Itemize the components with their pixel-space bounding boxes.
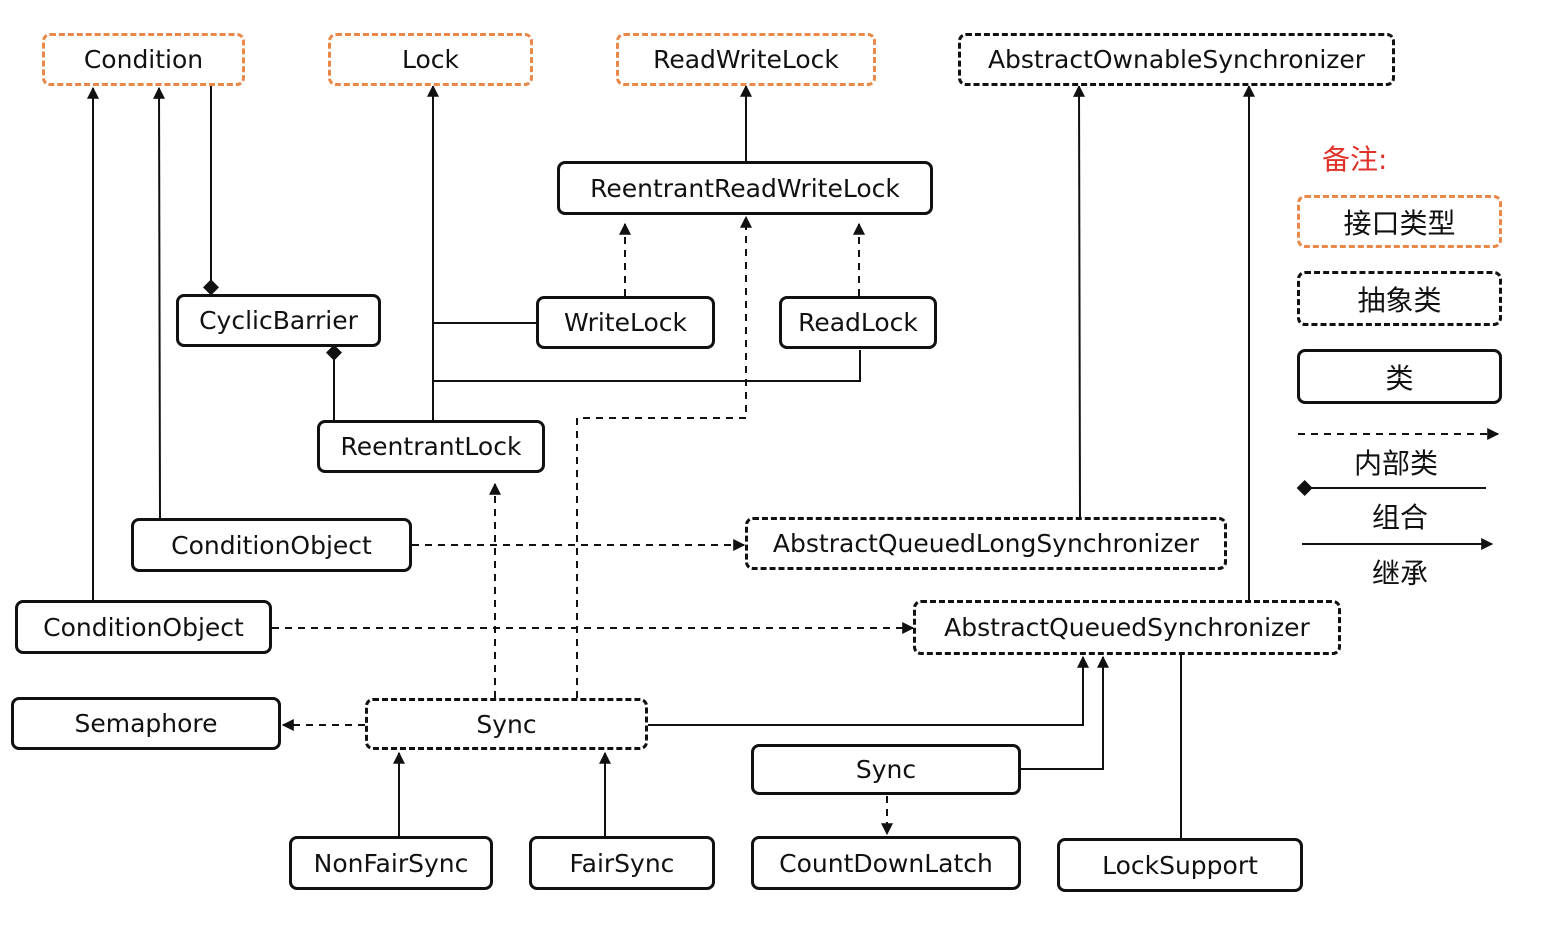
edge-sync-aqs: [648, 655, 1089, 726]
edge-condobj1-condition: [153, 86, 166, 519]
node-condition-object-1: ConditionObject: [131, 518, 412, 572]
legend-interface-type: 接口类型: [1297, 195, 1502, 248]
node-sync-countdownlatch: Sync: [751, 744, 1021, 795]
node-semaphore: Semaphore: [11, 697, 281, 750]
legend-class: 类: [1297, 349, 1502, 404]
node-fair-sync: FairSync: [529, 836, 715, 890]
node-sync-semaphore: Sync: [365, 698, 648, 750]
edge-sync-rrwl: [576, 215, 752, 698]
legend-title: 备注:: [1322, 143, 1388, 176]
node-read-lock: ReadLock: [779, 296, 937, 349]
node-countdown-latch: CountDownLatch: [751, 836, 1021, 890]
node-abstract-ownable-synchronizer: AbstractOwnableSynchronizer: [958, 33, 1395, 86]
edge-aqls-aos: [1073, 84, 1086, 518]
node-abstract-queued-long-synchronizer: AbstractQueuedLongSynchronizer: [745, 517, 1227, 570]
legend-inheritance-label: 继承: [1371, 557, 1428, 590]
edge-synccdl-aqs: [1020, 655, 1109, 770]
node-reentrant-read-write-lock: ReentrantReadWriteLock: [557, 161, 933, 215]
node-abstract-queued-synchronizer: AbstractQueuedSynchronizer: [913, 600, 1341, 655]
node-lock-support: LockSupport: [1057, 838, 1303, 892]
legend-abstract-class: 抽象类: [1297, 271, 1502, 326]
node-nonfair-sync: NonFairSync: [289, 836, 493, 890]
node-condition-object-2: ConditionObject: [15, 600, 272, 654]
node-reentrant-lock: ReentrantLock: [317, 420, 545, 473]
edge-readlock-lock: [433, 350, 861, 382]
legend-composition-label: 组合: [1371, 501, 1428, 534]
node-lock: Lock: [328, 33, 533, 86]
node-write-lock: WriteLock: [536, 296, 715, 349]
legend-inner-class-label: 内部类: [1353, 447, 1438, 480]
node-condition: Condition: [42, 33, 245, 86]
node-cyclic-barrier: CyclicBarrier: [176, 294, 381, 347]
node-read-write-lock: ReadWriteLock: [616, 33, 876, 86]
